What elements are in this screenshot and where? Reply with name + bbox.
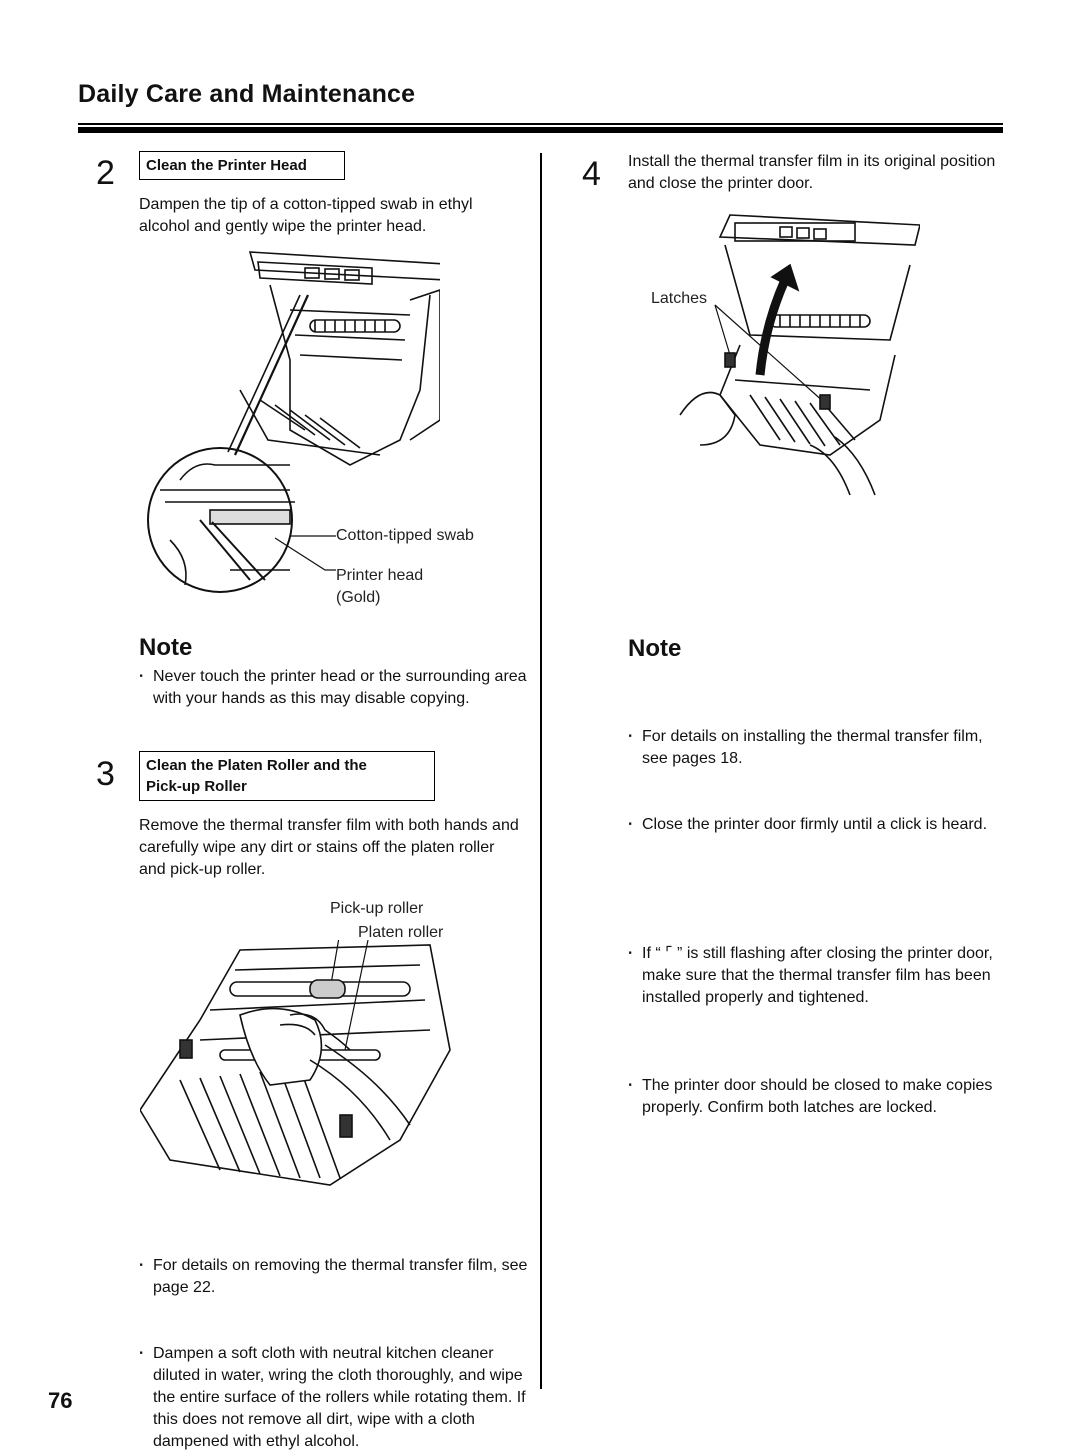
step-number-2: 2 [96,154,115,192]
note-title-right: Note [628,635,682,662]
step3-heading: Clean the Platen Roller and the Pick-up … [139,751,435,801]
step4-bullet-1: For details on installing the thermal tr… [628,726,1012,770]
roller-cleaning-illustration [140,940,451,1186]
label-pickup-roller: Pick-up roller [330,900,424,917]
note1-bullet: Never touch the printer head or the surr… [139,666,533,710]
step3-bullet-1: For details on removing the thermal tran… [139,1255,533,1299]
step2-text: Dampen the tip of a cotton-tipped swab i… [139,196,473,235]
note2-bullet-1: If “ ⌜ ” is still flashing after closing… [628,943,1017,1009]
label-latches: Latches [651,290,708,307]
note-title-left: Note [139,634,193,661]
label-cotton-swab: Cotton-tipped swab [336,527,474,544]
step-number-3: 3 [96,755,115,793]
step4-text: Install the thermal transfer film in its… [628,153,996,192]
label-gold: (Gold) [336,589,381,606]
column-divider [540,153,542,1389]
label-printer-head: Printer head [336,567,424,584]
step4-bullet-2: Close the printer door firmly until a cl… [628,814,1012,836]
step3-bullet-2: Dampen a soft cloth with neutral kitchen… [139,1343,533,1453]
step2-heading: Clean the Printer Head [139,151,345,180]
label-platen-roller: Platen roller [358,924,444,941]
step-number-4: 4 [582,155,601,193]
page-number: 76 [48,1388,73,1413]
step3-heading-line2: Pick-up Roller [146,778,247,795]
header-rule-thin [78,123,1003,125]
note2-bullet-2: The printer door should be closed to mak… [628,1075,1017,1119]
step3-text: Remove the thermal transfer film with bo… [139,817,519,878]
printer-door-illustration [679,214,920,496]
step3-heading-line1: Clean the Platen Roller and the [146,757,367,774]
page-title: Daily Care and Maintenance [78,80,416,108]
header-rule-thick [78,127,1003,133]
printer-head-illustration [147,251,440,593]
